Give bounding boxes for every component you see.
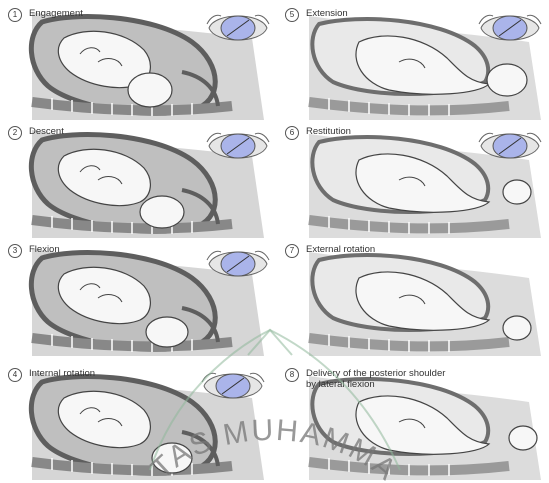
- step-7-label: 7 External rotation: [285, 244, 375, 258]
- step-4-title: Internal rotation: [29, 368, 95, 379]
- step-1-title: Engagement: [29, 8, 83, 19]
- step-7-number: 7: [285, 244, 299, 258]
- step-3-label: 3 Flexion: [8, 244, 60, 258]
- step-3-number: 3: [8, 244, 22, 258]
- step-6-label: 6 Restitution: [285, 126, 351, 140]
- step-2-panel: 2 Descent: [2, 120, 272, 238]
- step-4-number: 4: [8, 368, 22, 382]
- step-1-panel: 1 Engagement: [2, 2, 272, 120]
- step-6-number: 6: [285, 126, 299, 140]
- step-5-number: 5: [285, 8, 299, 22]
- step-6-panel: 6 Restitution: [279, 120, 549, 238]
- step-2-label: 2 Descent: [8, 126, 64, 140]
- step-8-number: 8: [285, 368, 299, 382]
- step-3-panel: 3 Flexion: [2, 238, 272, 356]
- step-5-label: 5 Extension: [285, 8, 348, 22]
- fetus-head: [128, 73, 172, 107]
- step-8-title: Delivery of the posterior shoulder by la…: [306, 368, 445, 390]
- step-1-label: 1 Engagement: [8, 8, 83, 22]
- step-5-panel: 5 Extension: [279, 2, 549, 120]
- step-3-title: Flexion: [29, 244, 60, 255]
- step-6-title: Restitution: [306, 126, 351, 137]
- step-8-panel: 8 Delivery of the posterior shoulder by …: [279, 362, 549, 480]
- step-2-title: Descent: [29, 126, 64, 137]
- step-7-panel: 7 External rotation: [279, 238, 549, 356]
- step-7-title: External rotation: [306, 244, 375, 255]
- step-4-panel: 4 Internal rotation: [2, 362, 272, 480]
- step-5-title: Extension: [306, 8, 348, 19]
- step-8-label: 8 Delivery of the posterior shoulder by …: [285, 368, 445, 390]
- step-1-number: 1: [8, 8, 22, 22]
- step-4-label: 4 Internal rotation: [8, 368, 95, 382]
- step-2-number: 2: [8, 126, 22, 140]
